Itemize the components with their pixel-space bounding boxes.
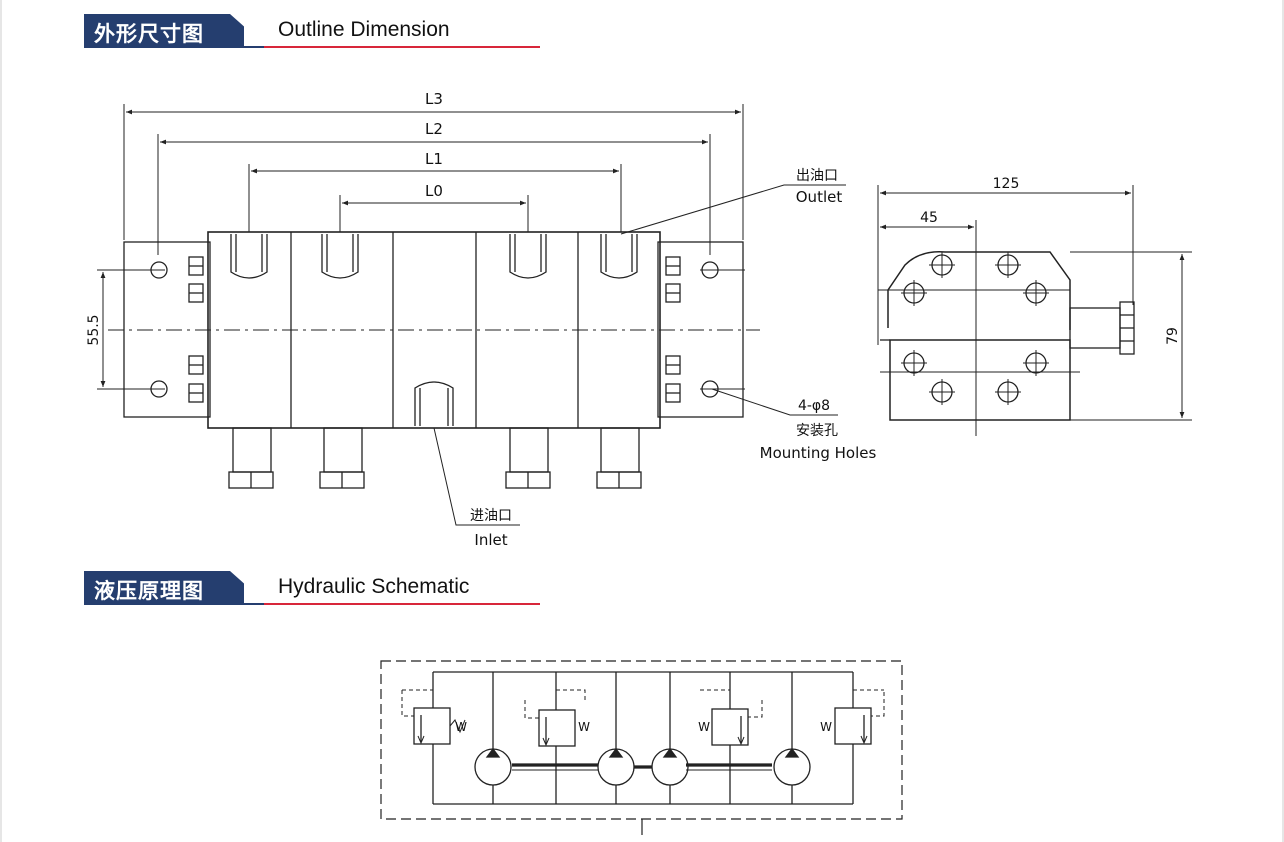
dim-l3-label: L3 <box>425 90 443 108</box>
pump-1 <box>474 747 512 804</box>
header-underline-blue <box>84 603 266 605</box>
section-title-en: Hydraulic Schematic <box>278 575 470 598</box>
spring-label-4: W <box>820 720 832 734</box>
dim-55-5-label: 55.5 <box>86 314 102 345</box>
hydraulic-schematic <box>380 660 903 835</box>
section-title-en: Outline Dimension <box>278 18 450 41</box>
side-view <box>877 185 1192 436</box>
spring-label-1: W <box>455 720 467 734</box>
pump-4 <box>773 747 811 804</box>
dim-l1-label: L1 <box>425 150 443 168</box>
relief-valve-4 <box>834 672 885 804</box>
front-view <box>97 104 846 526</box>
inlet-label-zh: 进油口 <box>470 508 512 524</box>
dim-l3 <box>123 104 744 240</box>
section-header-schematic: 液压原理图 Hydraulic Schematic <box>84 571 540 605</box>
page-edge-right <box>1282 0 1284 842</box>
dim-45-label: 45 <box>920 210 938 226</box>
section-tag-outline: 外形尺寸图 <box>84 14 244 46</box>
relief-valve-3 <box>700 672 763 804</box>
spring-label-2: W <box>578 720 590 734</box>
outlet-label-en: Outlet <box>796 188 843 206</box>
relief-valve-2 <box>524 672 586 804</box>
dim-l2-label: L2 <box>425 120 443 138</box>
mounting-holes-spec: 4-φ8 <box>798 398 830 414</box>
section-title-zh: 外形尺寸图 <box>94 22 204 46</box>
dim-125-label: 125 <box>993 176 1020 192</box>
outlet-label-zh: 出油口 <box>796 168 838 184</box>
mounting-holes-en: Mounting Holes <box>760 444 877 462</box>
dim-79-label: 79 <box>1165 327 1181 345</box>
dim-l1 <box>248 164 622 232</box>
dim-l0-label: L0 <box>425 182 443 200</box>
spring-label-3: W <box>698 720 710 734</box>
header-underline-red <box>264 603 540 605</box>
outlet-ports <box>230 234 638 279</box>
section-title-zh: 液压原理图 <box>94 579 204 603</box>
header-underline-red <box>264 46 540 48</box>
pump-2 <box>597 747 635 804</box>
dim-l2 <box>157 134 711 255</box>
header-underline-blue <box>84 46 266 48</box>
dim-l0 <box>339 195 529 232</box>
page-edge-left <box>0 0 2 842</box>
inlet-label-en: Inlet <box>474 531 507 549</box>
section-header-outline: 外形尺寸图 Outline Dimension <box>84 14 540 48</box>
mounting-holes-zh: 安装孔 <box>796 423 838 439</box>
inlet-port <box>414 381 454 426</box>
section-tag-schematic: 液压原理图 <box>84 571 244 603</box>
bottom-fittings <box>228 427 642 489</box>
pump-3 <box>651 747 689 804</box>
relief-valve-1 <box>401 672 466 804</box>
